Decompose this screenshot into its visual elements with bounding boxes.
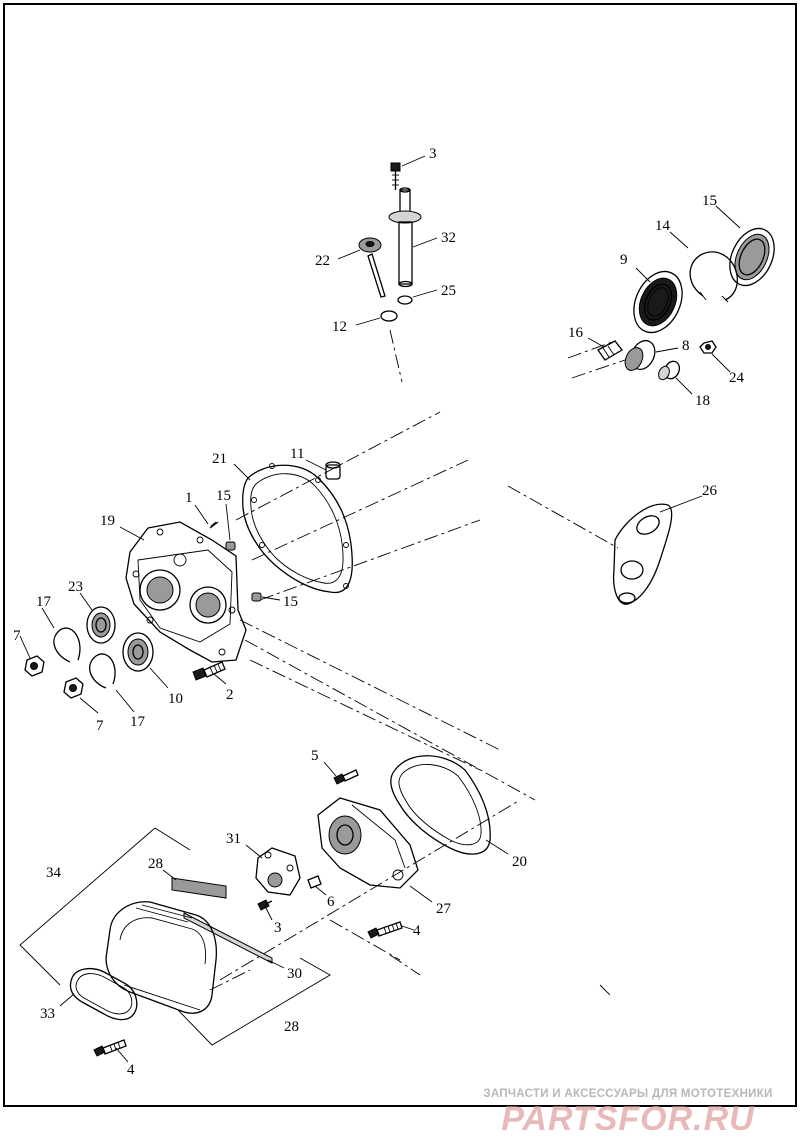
part-2-bolt — [192, 661, 226, 681]
callout-14: 15 — [702, 193, 717, 209]
callout-3-top: 3 — [429, 146, 437, 162]
part-15-dowel-lower — [251, 592, 262, 602]
part-10-bearing — [122, 632, 154, 672]
part-3-screw-top — [390, 162, 401, 190]
part-17-ring-upper — [53, 627, 81, 663]
callout-9: 9 — [620, 252, 628, 268]
callout-10: 10 — [168, 691, 183, 707]
part-13-retaining-ring — [689, 251, 738, 301]
part-4-bolt-bottom — [93, 1039, 127, 1057]
part-19-transmission-housing — [125, 521, 247, 663]
callout-25: 25 — [441, 283, 456, 299]
callout-4-right: 4 — [413, 923, 421, 939]
part-26-gasket — [612, 503, 673, 605]
part-8-needle-bearing — [624, 339, 656, 371]
watermark: ЗАПЧАСТИ И АКСЕССУАРЫ ДЛЯ МОТОТЕХНИКИ PA… — [478, 1088, 778, 1138]
part-23-bearing — [86, 606, 116, 644]
part-20-gasket — [242, 464, 353, 594]
callout-16: 16 — [568, 325, 584, 341]
part-12-o-ring — [380, 310, 398, 322]
callout-27: 27 — [436, 901, 452, 917]
part-31-shifter-housing — [255, 847, 301, 896]
part-1-pin — [209, 521, 219, 529]
part-9-main-bearing — [633, 270, 683, 334]
part-17-ring-lower — [89, 653, 116, 689]
part-25-o-ring — [397, 295, 413, 305]
part-32-shift-shaft — [388, 187, 422, 288]
callout-17-upper: 17 — [36, 594, 52, 610]
callout-1: 1 — [185, 490, 193, 506]
callout-6: 6 — [327, 894, 335, 910]
callout-11: 11 — [290, 446, 304, 462]
part-29-strip — [183, 912, 273, 964]
callout-labels: 3 32 22 25 12 9 14 15 16 8 24 18 11 21 2… — [13, 146, 745, 1078]
callout-15-lower: 15 — [283, 594, 298, 610]
group-brackets — [19, 827, 331, 1046]
part-11-dowel — [325, 461, 341, 480]
part-22-vent-fitting — [358, 237, 386, 298]
callout-21: 20 — [512, 854, 527, 870]
callout-28: 28 — [284, 1019, 299, 1035]
callout-33: 33 — [40, 1006, 55, 1022]
part-4-bolt-right — [367, 921, 403, 939]
callout-32: 32 — [441, 230, 456, 246]
part-18-bushing — [658, 360, 681, 381]
watermark-logo: PARTSFOR.RU — [501, 1100, 755, 1138]
part-7-nut-lower — [63, 677, 84, 699]
callout-34: 34 — [46, 865, 62, 881]
part-7-nut-upper — [24, 655, 45, 677]
part-30-pad — [171, 877, 227, 899]
part-21-gasket — [390, 755, 491, 855]
diagram-frame — [3, 3, 797, 1107]
callout-29: 30 — [287, 966, 302, 982]
callout-2: 2 — [226, 687, 234, 703]
callout-8: 8 — [682, 338, 690, 354]
callout-12: 12 — [332, 319, 347, 335]
callout-19: 19 — [100, 513, 115, 529]
callout-4-bottom: 4 — [127, 1062, 135, 1078]
part-33-cover-gasket — [69, 967, 138, 1021]
part-14-oil-seal — [729, 227, 775, 287]
callout-24: 24 — [729, 370, 745, 386]
part-34-cover-assembly — [105, 901, 218, 1014]
part-3-screw-lower — [257, 899, 273, 911]
callout-7-upper: 7 — [13, 628, 21, 644]
callout-15-upper: 15 — [216, 488, 231, 504]
callout-23: 23 — [68, 579, 83, 595]
leader-lines — [19, 155, 741, 1063]
callout-13: 14 — [655, 218, 671, 234]
callout-22: 22 — [315, 253, 330, 269]
part-6-fitting — [307, 875, 322, 889]
part-16-shaft — [597, 340, 623, 361]
part-27-side-cover — [317, 797, 419, 889]
part-15-dowel-upper — [225, 541, 236, 551]
callout-18: 18 — [695, 393, 710, 409]
callout-7-lower: 7 — [96, 718, 104, 734]
callout-26: 26 — [702, 483, 718, 499]
callout-17-lower: 17 — [130, 714, 146, 730]
callout-30: 28 — [148, 856, 163, 872]
callout-5: 5 — [311, 748, 319, 764]
callout-31: 31 — [226, 831, 241, 847]
part-5-screw — [333, 769, 359, 785]
callout-3-lower: 3 — [274, 920, 282, 936]
part-24-nut — [699, 340, 717, 354]
watermark-tagline: ЗАПЧАСТИ И АКСЕССУАРЫ ДЛЯ МОТОТЕХНИКИ — [483, 1088, 773, 1100]
assembly-lines — [209, 329, 626, 996]
callout-20: 21 — [212, 451, 227, 467]
